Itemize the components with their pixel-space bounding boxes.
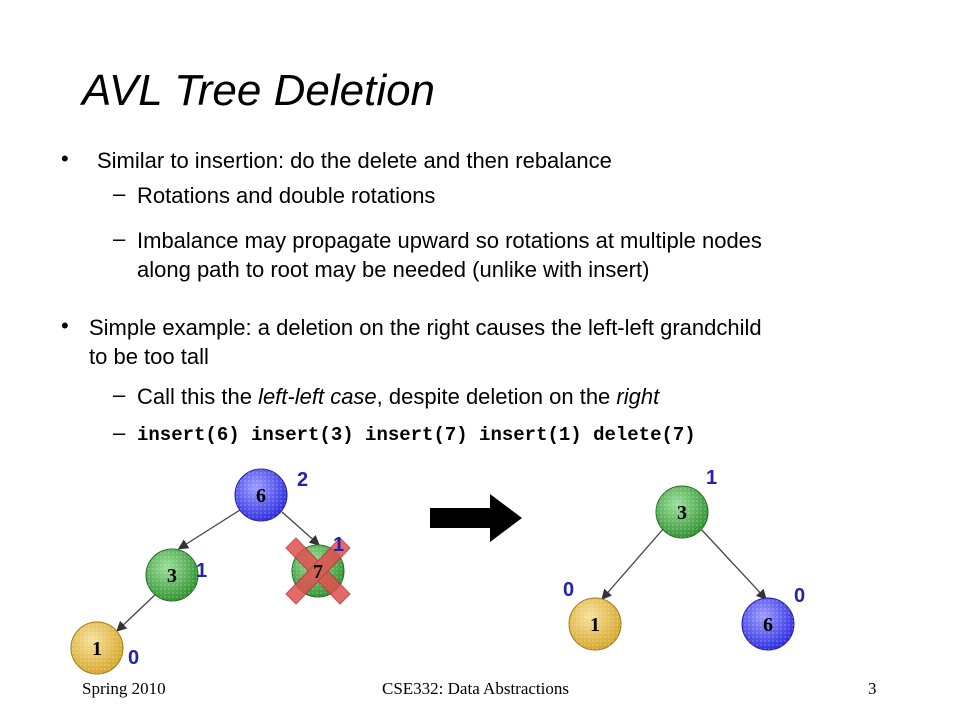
height-label: 1 [333, 534, 344, 556]
bullet-text: Simple example: a deletion on the right … [89, 315, 762, 340]
tree-edge [281, 511, 320, 546]
sub-bullet-dash: – [113, 382, 126, 407]
sub-bullet-dash: – [113, 226, 126, 251]
sub-bullet-text: along path to root may be needed (unlike… [137, 257, 650, 282]
tree-edge [601, 527, 665, 600]
node-key: 3 [167, 565, 177, 587]
node-key: 7 [313, 561, 323, 583]
right-arrow-icon [430, 494, 522, 542]
height-label: 0 [128, 647, 139, 669]
bullet-dot: • [61, 313, 69, 338]
tree-node-3: 3 [655, 485, 709, 539]
code-sequence: insert(6) insert(3) insert(7) insert(1) … [137, 424, 696, 446]
node-key: 3 [677, 502, 687, 524]
height-label: 1 [196, 560, 207, 582]
text-plain: Call this the [137, 384, 259, 409]
footer-course: CSE332: Data Abstractions [382, 679, 569, 698]
node-key: 6 [256, 485, 266, 507]
sub-bullet-dash: – [113, 181, 126, 206]
node-key: 6 [763, 614, 773, 636]
delete-x-icon [285, 537, 351, 605]
height-label: 2 [297, 469, 308, 491]
tree-node-3: 3 [145, 548, 199, 602]
height-label: 1 [706, 467, 717, 489]
footer-date: Spring 2010 [82, 679, 166, 698]
tree-edge [177, 509, 241, 550]
sub-bullet-text: Rotations and double rotations [137, 183, 436, 208]
tree-edge [699, 527, 767, 600]
node-key: 1 [92, 638, 102, 660]
bullet-dot: • [61, 146, 69, 171]
slide-title: AVL Tree Deletion [82, 66, 436, 115]
text-emphasis: left-left case [258, 384, 377, 409]
text-emphasis: right [616, 384, 660, 409]
tree-node-1: 1 [70, 621, 124, 675]
tree-node-1: 1 [568, 597, 622, 651]
sub-bullet-text: Call this the left-left case, despite de… [137, 382, 659, 411]
bullet-text: Similar to insertion: do the delete and … [97, 148, 612, 173]
tree-node-6: 6 [234, 468, 288, 522]
text-plain: , despite deletion on the [376, 384, 617, 409]
tree-edge [116, 591, 159, 632]
footer-page-number: 3 [868, 679, 877, 698]
node-key: 1 [590, 614, 600, 636]
sub-bullet-text: Imbalance may propagate upward so rotati… [137, 228, 762, 253]
height-label: 0 [563, 579, 574, 601]
bullet-text: to be too tall [89, 344, 209, 369]
height-label: 0 [794, 585, 805, 607]
tree-node-6: 6 [741, 597, 795, 651]
sub-bullet-dash: – [113, 420, 126, 445]
